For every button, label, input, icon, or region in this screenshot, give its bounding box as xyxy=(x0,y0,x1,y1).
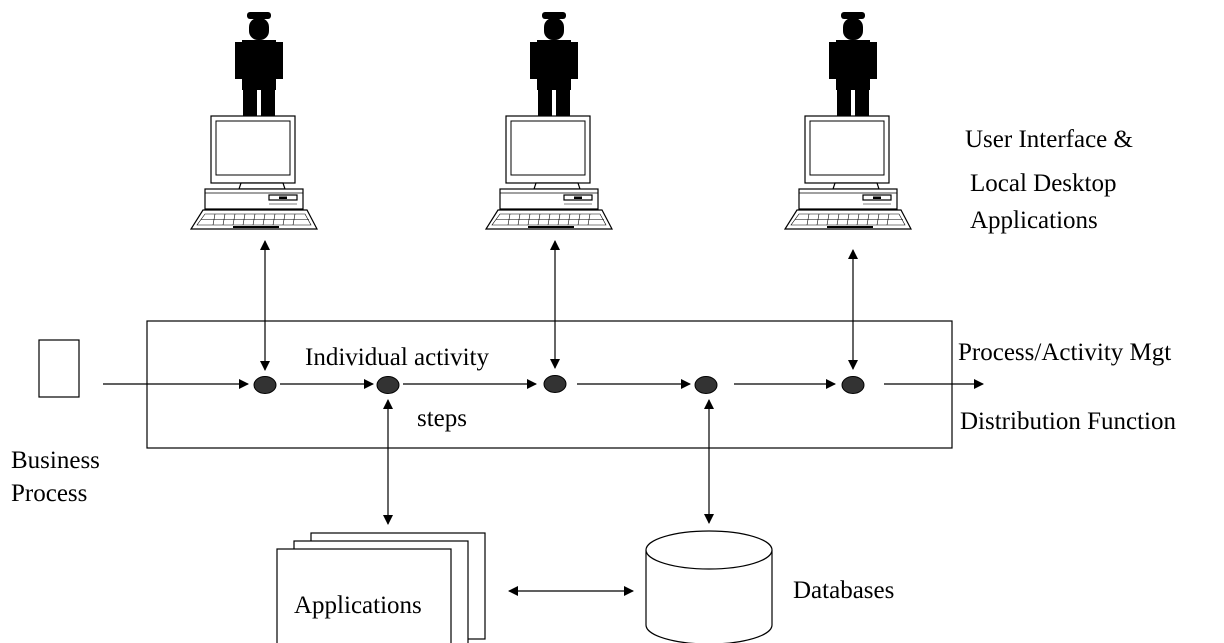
activity-node-1 xyxy=(253,376,277,394)
document-icon xyxy=(38,339,80,398)
databases-label: Databases xyxy=(793,577,895,604)
activity-step-nodes xyxy=(253,375,865,394)
user-person-icon-2 xyxy=(530,12,578,129)
user-interface-label-line3: Applications xyxy=(970,207,1098,234)
user-person-icon-1 xyxy=(235,12,283,129)
activity-node-2 xyxy=(376,376,400,394)
applications-label: Applications xyxy=(294,592,422,619)
process-mgt-label: Process/Activity Mgt xyxy=(958,339,1172,366)
activity-steps-label-line2: steps xyxy=(417,405,467,432)
activity-steps-label-line1: Individual activity xyxy=(305,344,489,371)
user-interface-label-line2: Local Desktop xyxy=(970,170,1117,197)
workstation-computer-icon-2 xyxy=(485,115,613,230)
distribution-function-label: Distribution Function xyxy=(960,408,1176,435)
user-interface-label-line1: User Interface & xyxy=(965,126,1133,153)
activity-node-4 xyxy=(694,376,718,394)
interaction-arrows xyxy=(260,240,858,596)
business-process-label-line1: Business xyxy=(11,447,100,474)
database-cylinder-icon xyxy=(645,530,773,643)
activity-node-5 xyxy=(841,376,865,394)
workstation-computer-icon-3 xyxy=(784,115,912,230)
user-person-icon-3 xyxy=(829,12,877,129)
stacked-pages-icon xyxy=(276,532,486,643)
business-process-label-line2: Process xyxy=(11,480,88,507)
workstation-computer-icon-1 xyxy=(190,115,318,230)
activity-node-3 xyxy=(543,375,567,393)
